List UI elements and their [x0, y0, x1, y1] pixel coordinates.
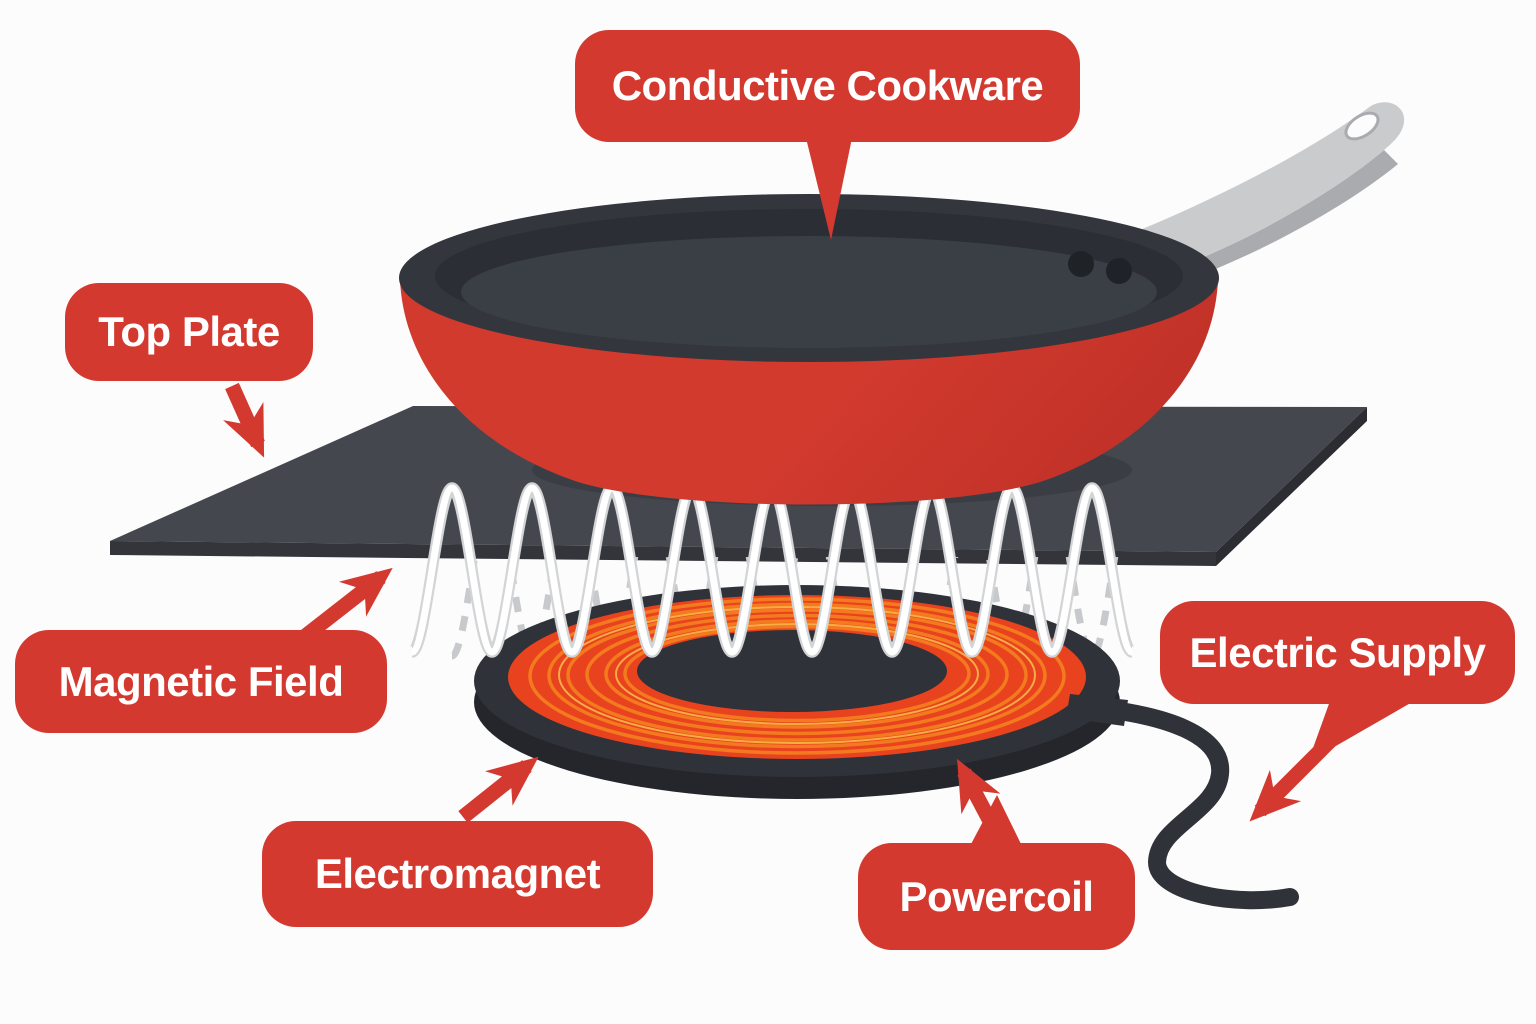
arrow-electromagnet: [458, 756, 539, 823]
arrow-powercoil: [957, 758, 1007, 844]
callout-electromagnet-text: Electromagnet: [314, 850, 601, 897]
pan-rivet: [1068, 251, 1094, 277]
pan-rivet: [1106, 258, 1132, 284]
pan-handle-icon: [1120, 102, 1405, 290]
callout-powercoil-text: Powercoil: [899, 872, 1094, 920]
callout-electric-supply-text: Electric Supply: [1189, 628, 1486, 676]
callout-electromagnet: Electromagnet: [262, 821, 653, 927]
callout-magnetic-field-text: Magnetic Field: [58, 657, 344, 705]
heating-coil: [474, 585, 1120, 799]
callout-magnetic-field: Magnetic Field: [15, 630, 387, 733]
frying-pan-icon: [399, 194, 1219, 505]
callout-electric-supply: Electric Supply: [1160, 601, 1515, 704]
callout-powercoil: Powercoil: [858, 843, 1135, 950]
tail-conductive-cookware: [806, 138, 852, 240]
callout-conductive-cookware: Conductive Cookware: [575, 30, 1080, 142]
pan-floor: [461, 236, 1157, 348]
callout-arrows: [223, 138, 1414, 846]
power-cord: [1066, 694, 1299, 910]
callout-top-plate: Top Plate: [65, 283, 313, 381]
callout-conductive-cookware-text: Conductive Cookware: [611, 62, 1044, 109]
arrow-electric-supply: [1249, 698, 1373, 822]
arrow-top-plate: [223, 382, 265, 458]
callout-top-plate-text: Top Plate: [98, 308, 280, 355]
